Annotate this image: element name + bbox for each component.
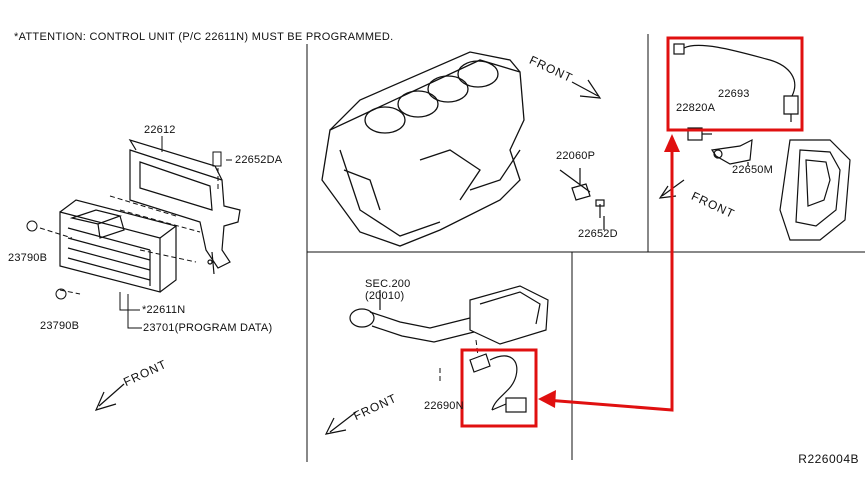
highlight-annotations bbox=[460, 36, 804, 428]
arrowhead-up bbox=[664, 134, 680, 152]
o2-sensor-22693 bbox=[673, 43, 799, 122]
part-label-23790B-lower: 23790B bbox=[40, 320, 80, 332]
part-label-22693: 22693 bbox=[718, 88, 750, 100]
part-label-22690N: 22690N bbox=[424, 400, 464, 412]
exhaust-manifold-upper bbox=[779, 139, 851, 241]
part-label-22652D: 22652D bbox=[578, 228, 618, 240]
part-label-22060P: 22060P bbox=[556, 150, 596, 162]
highlight-box-22690N bbox=[460, 348, 538, 428]
arrowhead-left bbox=[538, 390, 556, 408]
ecu-bracket bbox=[128, 138, 241, 275]
highlight-arrowheads bbox=[538, 134, 680, 408]
lower-leaders bbox=[439, 339, 479, 384]
diagram-reference-code: R226004B bbox=[798, 452, 859, 466]
part-label-22612: 22612 bbox=[144, 124, 176, 136]
o2-sensor-22690N bbox=[469, 353, 527, 413]
highlight-link-line bbox=[545, 146, 674, 412]
catalytic-converter bbox=[349, 285, 549, 345]
knock-sensor bbox=[571, 168, 605, 230]
panel-dividers bbox=[306, 34, 865, 462]
part-label-22611N: *22611N bbox=[142, 304, 186, 316]
part-label-22650M: 22650M bbox=[732, 164, 773, 176]
section-label-200: SEC.200 bbox=[365, 278, 411, 290]
attention-note: *ATTENTION: CONTROL UNIT (P/C 22611N) MU… bbox=[14, 31, 394, 43]
part-label-22820A: 22820A bbox=[676, 102, 716, 114]
part-label-23790B-upper: 23790B bbox=[8, 252, 48, 264]
ecu-box bbox=[59, 199, 178, 293]
part-label-22652DA: 22652DA bbox=[235, 154, 283, 166]
highlight-box-22693 bbox=[666, 36, 804, 132]
ecu-callouts bbox=[26, 136, 232, 329]
part-label-23701: 23701(PROGRAM DATA) bbox=[143, 322, 273, 334]
section-label-20010: (20010) bbox=[365, 290, 405, 302]
connector-bracket bbox=[687, 127, 753, 166]
ecu-leaders bbox=[39, 168, 219, 295]
engine-block bbox=[321, 51, 591, 247]
